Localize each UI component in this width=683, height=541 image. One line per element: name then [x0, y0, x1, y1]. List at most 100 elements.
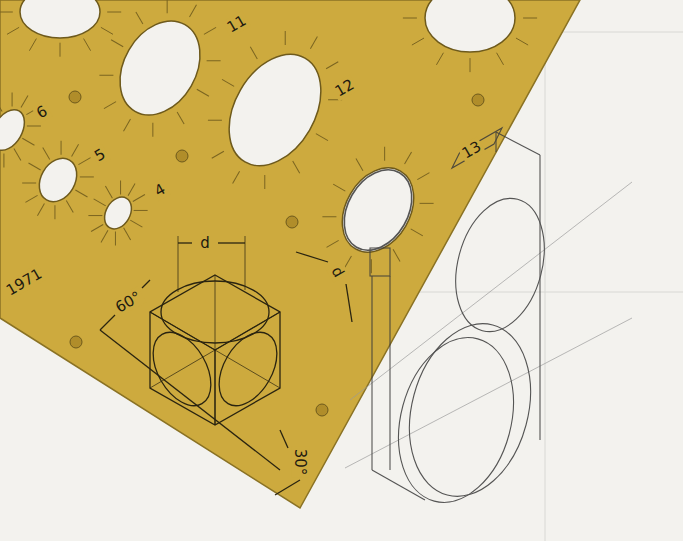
ellipse-hole [0, 104, 31, 156]
dimension-label-holder: d [198, 234, 212, 252]
base-line [100, 330, 280, 470]
size-number-holder: 6 [32, 101, 53, 123]
pencil-ellipse [442, 188, 558, 341]
tick-mark [436, 53, 443, 65]
template-holes [0, 0, 537, 294]
tick-mark [72, 144, 79, 156]
tick-mark [208, 114, 222, 126]
tick-mark [29, 39, 36, 51]
tick-mark [161, 0, 173, 13]
tick-mark [279, 31, 291, 45]
dimension-line [296, 252, 328, 262]
size-number-holder: 13 [458, 136, 487, 163]
construction-line [345, 318, 632, 468]
rivet [472, 94, 484, 106]
pencil-ellipse [331, 158, 426, 262]
tick-mark [390, 249, 404, 261]
tick-mark [49, 205, 61, 219]
template-marking-holder: 1971 [1, 264, 47, 301]
size-number-holder: 4 [150, 179, 171, 201]
tick-mark [134, 204, 148, 216]
dimension-line [178, 242, 192, 243]
tick-mark [523, 18, 537, 19]
dimension-line [280, 430, 288, 448]
tick-mark [516, 38, 528, 45]
template-hole [0, 0, 121, 57]
tick-mark [63, 200, 77, 212]
tick-mark [403, 18, 417, 19]
pencil-tab [370, 248, 390, 276]
tick-mark [78, 154, 90, 168]
pencil-drawing [331, 128, 632, 515]
tick-mark [101, 27, 113, 34]
tick-mark [22, 138, 34, 145]
template-hole [300, 126, 457, 294]
dimension-label-holder: d [327, 262, 349, 283]
tick-mark [128, 184, 135, 196]
tick-mark [101, 230, 108, 242]
tick-mark [102, 186, 116, 198]
diagonal [215, 275, 216, 425]
tick-mark [7, 27, 19, 34]
tick-mark [80, 171, 94, 183]
extension-line [178, 236, 179, 292]
tick-mark [10, 148, 24, 160]
tick-mark [365, 259, 377, 273]
pencil-line [372, 470, 425, 500]
dimension-label: 60° [110, 287, 145, 318]
template-rivets [69, 91, 484, 416]
tick-mark [88, 209, 102, 221]
extension-line [245, 236, 246, 290]
pencil-line [371, 276, 372, 470]
tick-mark [411, 229, 423, 236]
tick-mark [114, 180, 126, 194]
dimension-line [142, 280, 150, 288]
tick-mark [84, 39, 91, 51]
size-number: 4 [150, 179, 171, 201]
dimension-label-holder: 30° [291, 447, 309, 478]
template-hole [75, 0, 246, 159]
tick-mark [207, 55, 221, 67]
tick-mark [259, 175, 271, 189]
tick-mark [22, 177, 36, 189]
template-hole [8, 127, 108, 232]
ellipse-hole [425, 0, 515, 52]
tick-mark [124, 119, 131, 131]
tick-mark [37, 204, 44, 216]
dimension-label: d [198, 234, 212, 252]
tick-mark [212, 148, 224, 162]
pencil-ellipse [381, 325, 531, 516]
dimension-label: 30° [291, 447, 309, 478]
tick-mark [316, 134, 328, 141]
ellipse-hole [210, 38, 339, 182]
tick-mark [412, 38, 424, 45]
dimension-label: d [327, 262, 349, 283]
rivet [316, 404, 328, 416]
tick-mark [107, 12, 121, 13]
tick-mark [104, 98, 116, 112]
tick-mark [99, 69, 113, 81]
tick-mark [333, 184, 345, 191]
size-number: 11 [223, 10, 252, 37]
template-hole [180, 6, 371, 214]
tick-mark [6, 92, 18, 106]
tick-mark [120, 228, 134, 240]
size-number-holder: 11 [223, 10, 252, 37]
ellipse-hole [32, 152, 84, 209]
tick-mark [39, 147, 53, 159]
tick-mark [204, 24, 216, 38]
tick-mark [327, 237, 339, 251]
template-hole [77, 169, 160, 256]
dimension-line [346, 284, 352, 322]
rivet [69, 91, 81, 103]
tick-mark [55, 141, 67, 155]
hexagon [150, 275, 280, 425]
tick-mark [233, 171, 240, 183]
tick-mark [379, 147, 391, 161]
size-number: 13 [458, 136, 487, 163]
tick-mark [352, 159, 366, 171]
construction-line [350, 182, 632, 400]
tick-mark [197, 89, 209, 96]
